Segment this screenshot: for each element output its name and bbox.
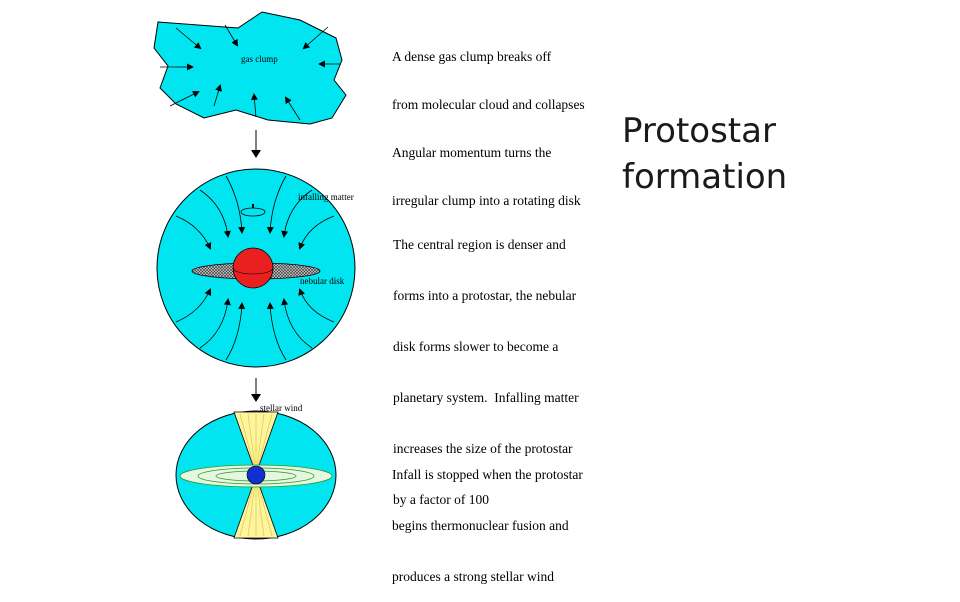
- arrow-icon: [213, 84, 222, 107]
- infall-arrows: [175, 175, 335, 361]
- arrow-icon: [281, 298, 313, 349]
- description-line: begins thermonuclear fusion and: [392, 518, 569, 533]
- description-line: disk forms slower to become a: [393, 339, 559, 354]
- arrow-icon: [298, 288, 335, 323]
- protostar: [232, 247, 274, 289]
- arrow-icon: [266, 302, 287, 361]
- arrow-icon: [298, 215, 335, 250]
- arrow-icon: [302, 26, 329, 50]
- arrow-icon: [175, 288, 212, 323]
- description-line: Angular momentum turns the: [392, 145, 552, 160]
- description-line: produces a strong stellar wind: [392, 569, 554, 584]
- stage-2-description: The central region is denser and forms i…: [393, 202, 579, 525]
- stellar-wind-stage: stellar wind: [175, 403, 337, 540]
- title-line: Protostar: [622, 111, 776, 151]
- arrow-icon: [175, 215, 212, 250]
- description-line: by a factor of 100: [393, 492, 489, 507]
- young-star: [246, 465, 266, 485]
- arrow-icon: [225, 302, 246, 361]
- infalling-matter-label: infalling matter: [298, 192, 354, 202]
- arrow-icon: [284, 96, 301, 121]
- description-line: forms into a protostar, the nebular: [393, 288, 577, 303]
- description-line: irregular clump into a rotating disk: [392, 193, 581, 208]
- stage-arrow-1: [251, 130, 261, 158]
- protostar-formation-diagram: gas clump infalling matter nebular dis: [153, 11, 356, 540]
- arrow-icon: [199, 189, 231, 238]
- arrow-icon: [199, 298, 231, 349]
- slide-title: Protostar formation: [622, 108, 787, 200]
- stellar-wind-label: stellar wind: [260, 403, 303, 413]
- arrow-icon: [224, 24, 239, 47]
- description-line: A dense gas clump breaks off: [392, 49, 552, 64]
- gas-clump-label: gas clump: [241, 54, 278, 64]
- stage-3-description: Infall is stopped when the protostar beg…: [392, 432, 583, 602]
- arrow-icon: [281, 189, 313, 238]
- gas-clump-shape: [153, 11, 347, 125]
- collapse-stage: infalling matter nebular disk: [156, 168, 356, 368]
- nebular-disk-label: nebular disk: [300, 276, 345, 286]
- arrow-icon: [250, 93, 258, 118]
- description-line: planetary system. Infalling matter: [393, 390, 579, 405]
- arrow-icon: [169, 91, 200, 107]
- description-line: increases the size of the protostar: [393, 441, 573, 456]
- arrow-icon: [175, 27, 202, 50]
- title-line: formation: [622, 157, 788, 197]
- description-line: from molecular cloud and collapses: [392, 97, 585, 112]
- arrow-icon: [225, 175, 246, 234]
- stage-1-description: A dense gas clump breaks off from molecu…: [392, 17, 585, 225]
- stage-arrow-2: [251, 378, 261, 402]
- arrow-icon: [266, 175, 287, 234]
- description-line: The central region is denser and: [393, 237, 566, 252]
- inward-arrows: [160, 24, 340, 121]
- gas-clump-stage: gas clump: [153, 11, 347, 125]
- description-line: Infall is stopped when the protostar: [392, 467, 583, 482]
